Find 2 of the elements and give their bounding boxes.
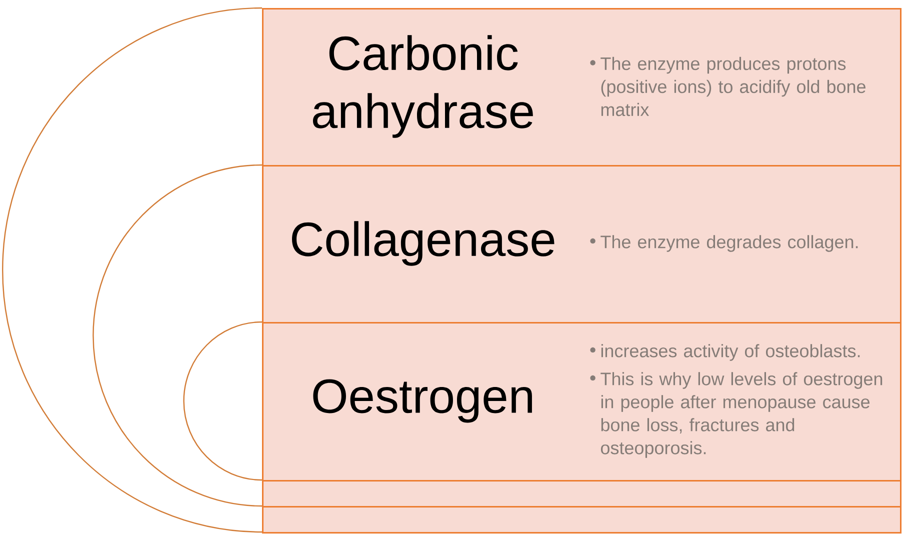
band-heading: Carbonic anhydrase [312, 35, 533, 138]
bullet-text: The enzyme produces protons (positive ions) to acidify old bone matrix [600, 56, 866, 116]
